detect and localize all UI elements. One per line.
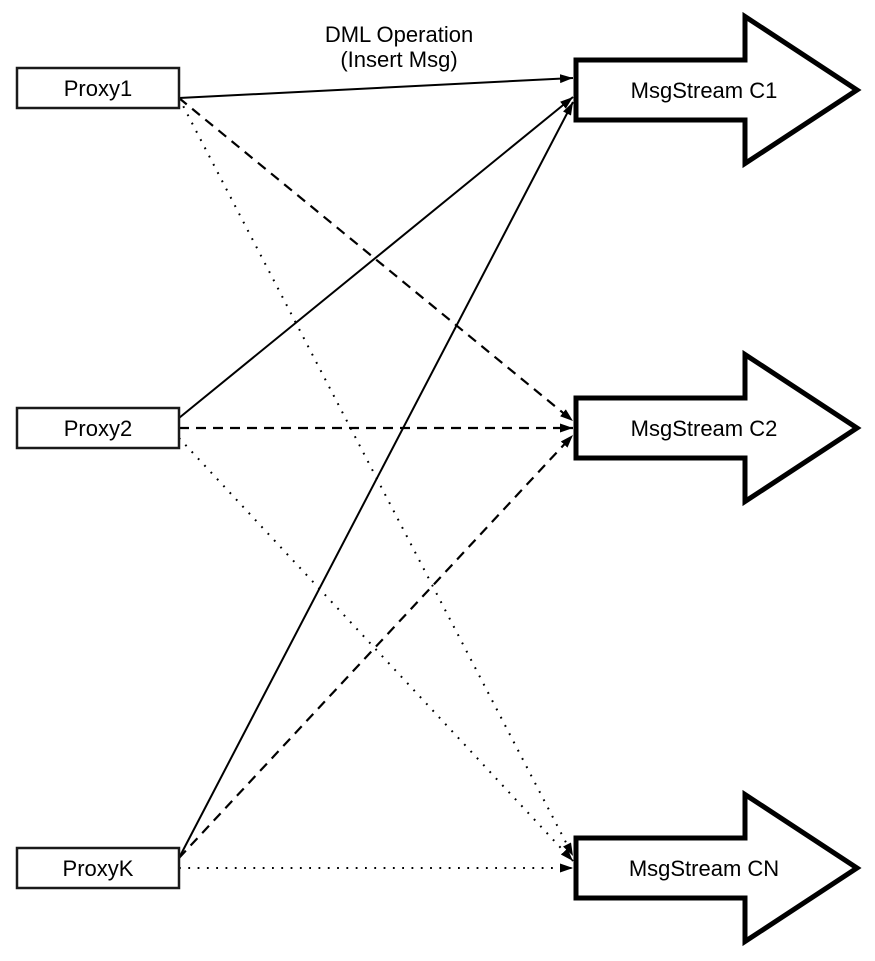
edge-proxy2-cn-dotted xyxy=(178,437,574,862)
edge-proxyk-c1-solid xyxy=(178,101,574,859)
msgstream-node-c2: MsgStream C2 xyxy=(573,349,862,507)
edge-proxyk-c2-dashed xyxy=(178,434,574,859)
msgstream-label-c2: MsgStream C2 xyxy=(631,416,778,441)
edge-proxy2-c1-solid xyxy=(178,96,574,419)
block-arrow-shape-c2 xyxy=(573,349,862,507)
proxy-node-proxy2: Proxy2 xyxy=(15,406,181,450)
msgstream-node-c1: MsgStream C1 xyxy=(573,11,862,169)
proxy-box-proxy2 xyxy=(15,406,181,450)
block-arrow-shape-cn xyxy=(573,789,862,947)
edges-layer xyxy=(178,74,574,873)
proxy-label-proxyk: ProxyK xyxy=(63,856,134,881)
proxy-label-proxy1: Proxy1 xyxy=(64,76,132,101)
proxy-node-proxyk: ProxyK xyxy=(15,846,181,890)
edge-proxy1-c2-dashed xyxy=(178,97,574,422)
diagram-title-line1: DML Operation xyxy=(325,22,473,47)
edge-proxy1-c1-solid xyxy=(178,74,574,99)
msgstream-label-c1: MsgStream C1 xyxy=(631,78,778,103)
msgstream-node-cn: MsgStream CN xyxy=(573,789,862,947)
msgstream-label-cn: MsgStream CN xyxy=(629,856,779,881)
block-arrow-shape-c1 xyxy=(573,11,862,169)
proxy-label-proxy2: Proxy2 xyxy=(64,416,132,441)
proxy-node-proxy1: Proxy1 xyxy=(15,66,181,110)
edge-proxy1-cn-dotted xyxy=(178,97,574,857)
diagram-title-line2: (Insert Msg) xyxy=(340,47,457,72)
proxy-box-proxy1 xyxy=(15,66,181,110)
proxy-box-proxyk xyxy=(15,846,181,890)
